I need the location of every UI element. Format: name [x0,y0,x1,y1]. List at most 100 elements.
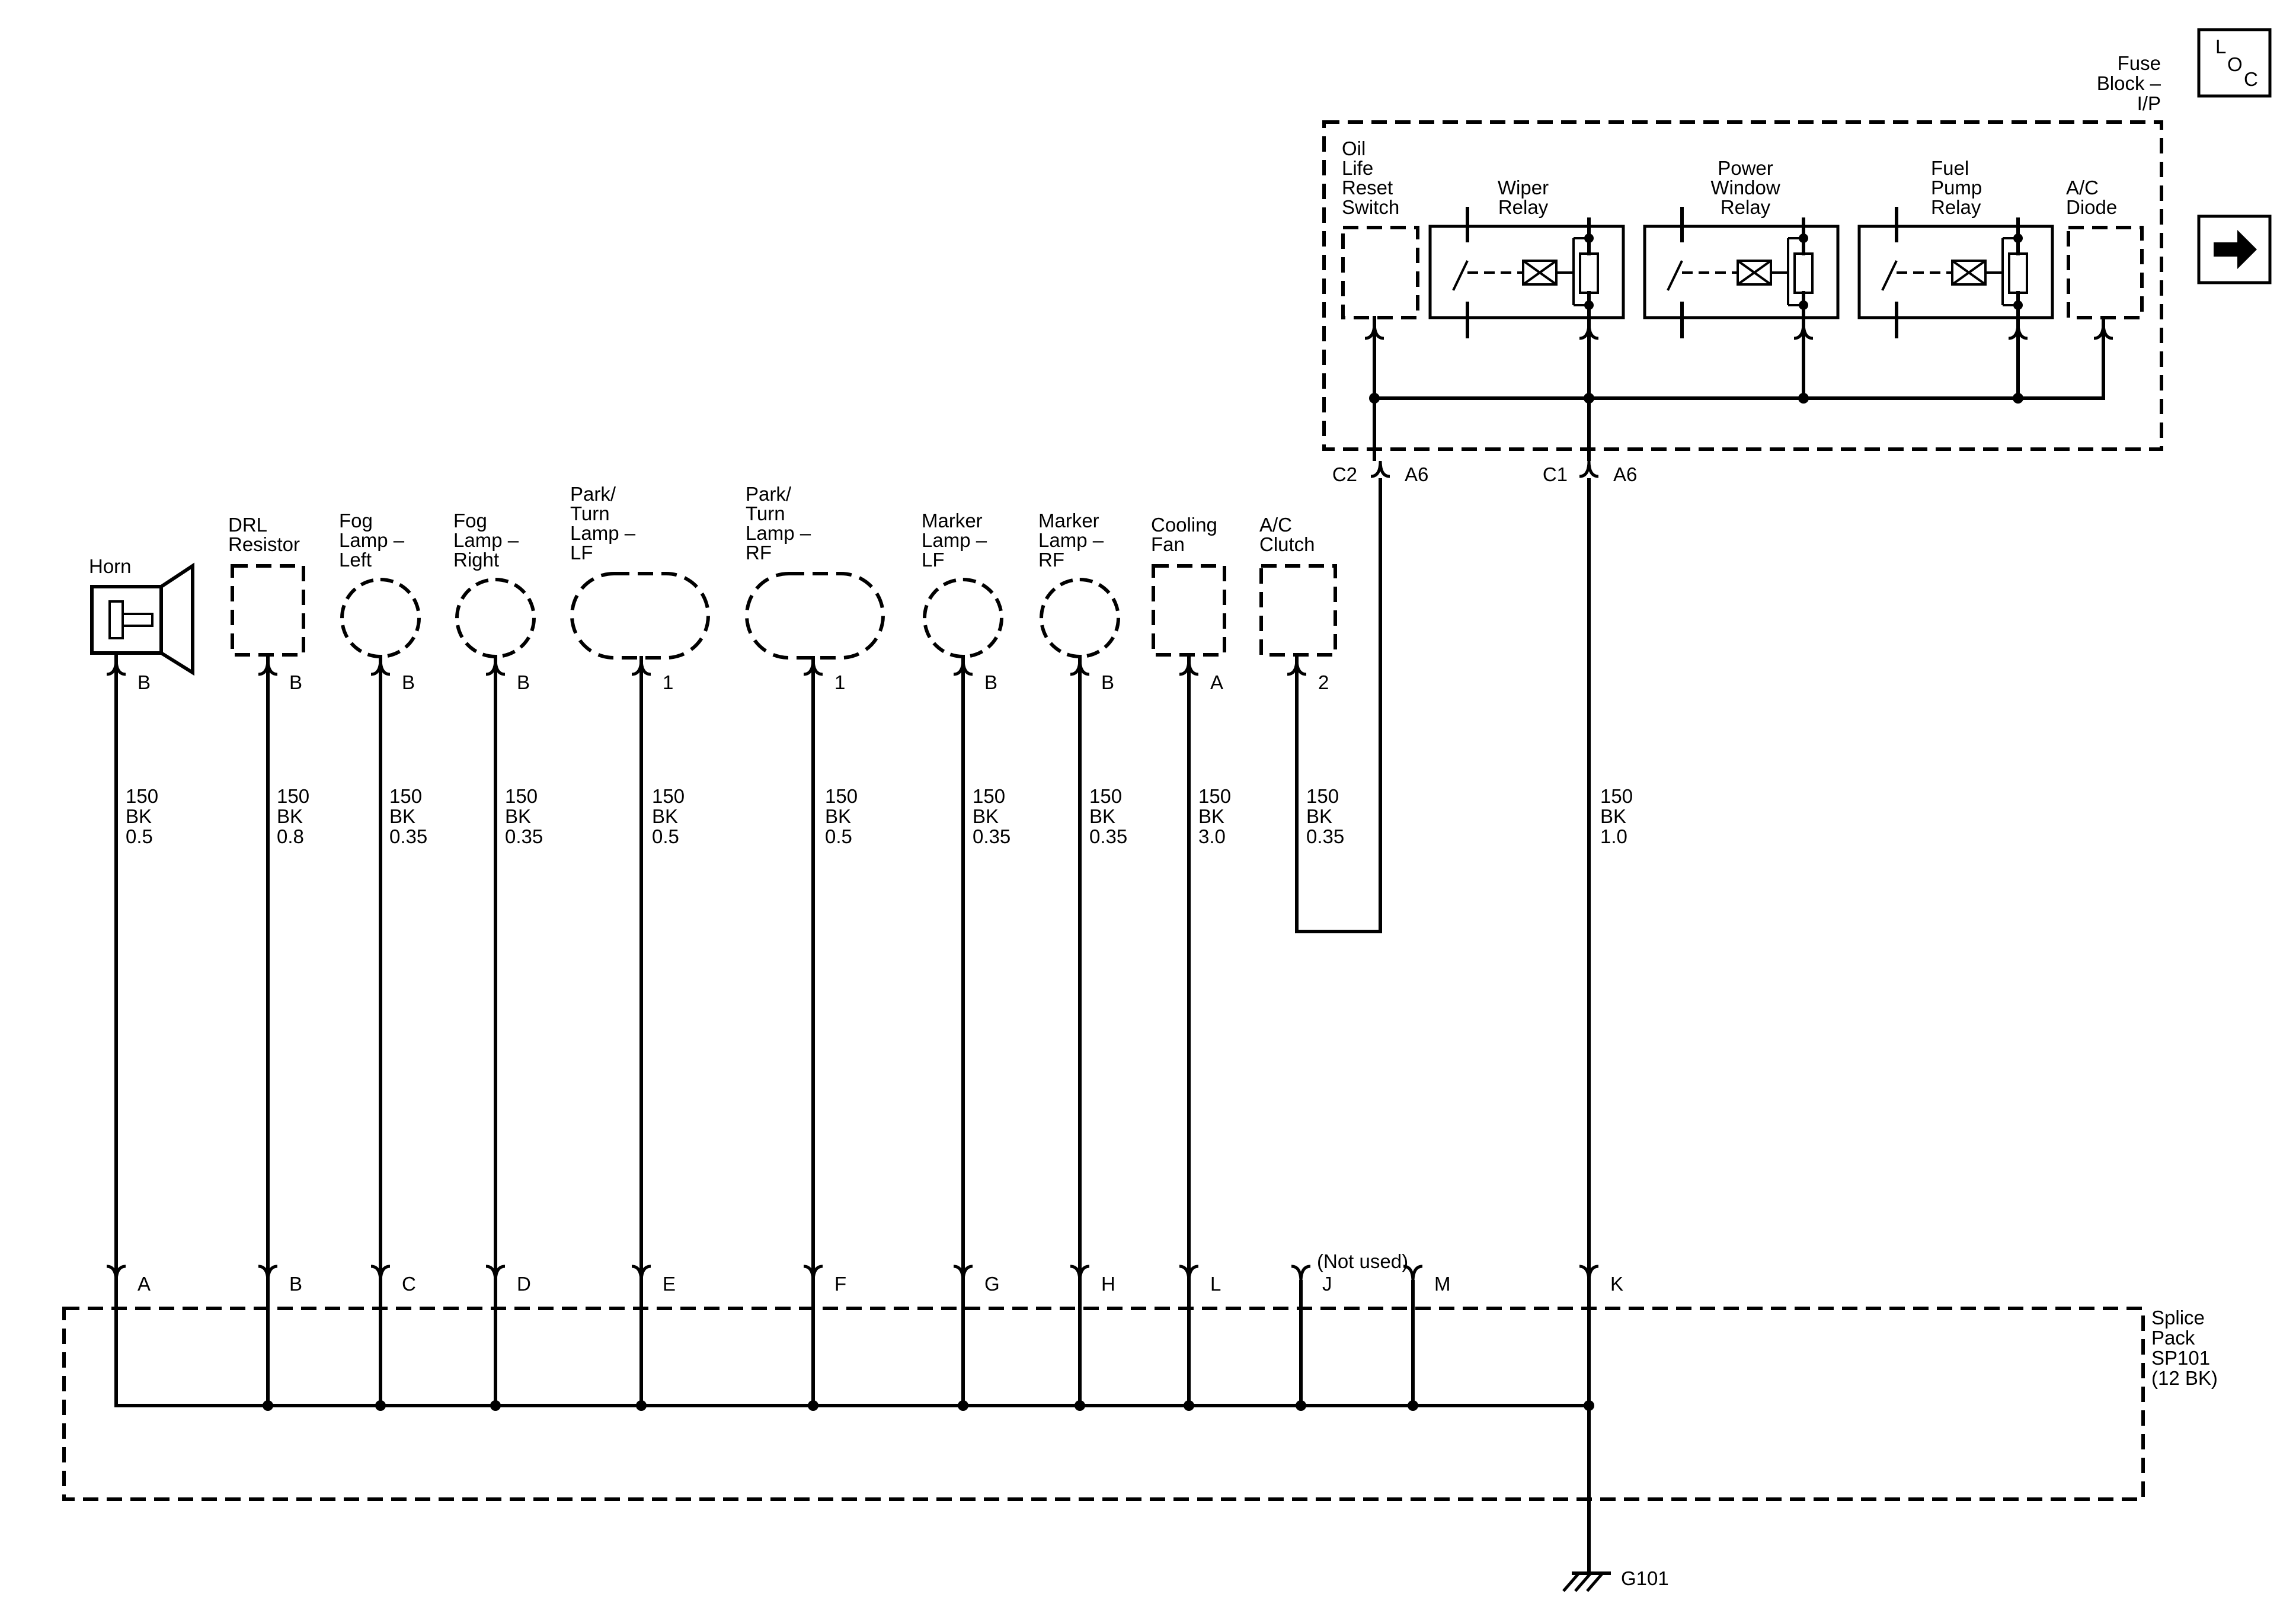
power-window-relay: Power Window Relay [1643,157,1840,341]
svg-text:BK: BK [277,805,303,827]
svg-text:0.35: 0.35 [1089,825,1127,847]
marker-lamp-lf: Marker Lamp – LF [922,510,1003,658]
svg-text:150: 150 [126,785,158,807]
svg-text:Park/: Park/ [746,483,792,505]
svg-text:0.5: 0.5 [126,825,153,847]
svg-text:3.0: 3.0 [1198,825,1226,847]
svg-text:E: E [663,1273,676,1295]
cooling-fan: Cooling Fan [1151,514,1226,657]
svg-text:D: D [517,1273,531,1295]
svg-text:0.35: 0.35 [389,825,427,847]
svg-text:0.5: 0.5 [652,825,679,847]
svg-text:Splice: Splice [2151,1307,2205,1329]
svg-text:150: 150 [973,785,1005,807]
svg-text:G: G [984,1273,1000,1295]
svg-text:B: B [289,1273,302,1295]
svg-text:BK: BK [126,805,152,827]
svg-text:2: 2 [1318,671,1329,693]
svg-text:Clutch: Clutch [1259,533,1315,555]
fuse-block-bus [1364,316,2113,461]
svg-text:Left: Left [339,549,372,571]
svg-text:Lamp –: Lamp – [746,522,811,544]
svg-text:Marker: Marker [922,510,983,532]
svg-text:Marker: Marker [1038,510,1099,532]
fuel-pump-relay: Fuel Pump Relay [1857,157,2054,341]
svg-text:Relay: Relay [1721,196,1771,218]
svg-text:Reset: Reset [1342,177,1393,199]
svg-text:Window: Window [1710,177,1780,199]
svg-text:Life: Life [1342,157,1373,179]
svg-text:0.35: 0.35 [973,825,1011,847]
svg-text:150: 150 [1600,785,1633,807]
svg-text:Pack: Pack [2151,1327,2195,1349]
ac-diode: A/C Diode [2066,177,2144,319]
svg-text:150: 150 [277,785,309,807]
svg-text:LF: LF [570,542,593,564]
component-pins: B B B B 1 1 B B A 2 [106,651,1329,693]
svg-text:Oil: Oil [1342,137,1366,159]
svg-text:Park/: Park/ [570,483,616,505]
svg-text:Turn: Turn [746,502,785,524]
connector-c1: C1 A6 [1543,460,1637,485]
loc-letter-o: O [2227,53,2243,75]
loc-letter-c: C [2244,68,2258,90]
svg-text:L: L [1210,1273,1221,1295]
svg-text:Turn: Turn [570,502,610,524]
svg-text:0.35: 0.35 [1306,825,1344,847]
svg-text:A6: A6 [1613,463,1637,485]
svg-text:Lamp –: Lamp – [339,529,405,551]
oil-life-reset-switch: Oil Life Reset Switch [1341,137,1419,319]
splice-pack-outline [62,1307,2145,1501]
svg-text:Fog: Fog [339,510,373,532]
svg-text:M: M [1434,1273,1451,1295]
svg-text:(12 BK): (12 BK) [2151,1367,2218,1389]
svg-text:Cooling: Cooling [1151,514,1217,536]
horn: Horn [89,555,194,676]
svg-text:0.35: 0.35 [505,825,543,847]
svg-text:Diode: Diode [2066,196,2117,218]
svg-text:150: 150 [1306,785,1339,807]
fuse-block-label: Fuse Block – I/P [2097,52,2161,114]
fuse-block-outline [1322,120,2163,451]
svg-text:K: K [1610,1273,1623,1295]
svg-text:B: B [289,671,302,693]
svg-text:BK: BK [1306,805,1332,827]
svg-text:1: 1 [663,671,673,693]
splice-pack-label: Splice Pack SP101 (12 BK) [2151,1307,2218,1389]
svg-text:C1: C1 [1543,463,1568,485]
ground-label: G101 [1621,1567,1669,1589]
park-turn-lamp-rf: Park/ Turn Lamp – RF [745,483,885,660]
svg-text:Horn: Horn [89,555,132,577]
svg-text:150: 150 [505,785,538,807]
svg-text:C2: C2 [1332,463,1357,485]
svg-text:A/C: A/C [2066,177,2099,199]
fog-lamp-right: Fog Lamp – Right [453,510,536,658]
svg-text:150: 150 [825,785,858,807]
svg-text:B: B [517,671,530,693]
drl-resistor: DRL Resistor [228,514,305,657]
svg-text:I/P: I/P [2137,92,2161,114]
svg-text:150: 150 [389,785,422,807]
svg-text:BK: BK [1198,805,1224,827]
arrow-right-icon[interactable] [2197,215,2272,284]
svg-text:B: B [1101,671,1114,693]
svg-text:J: J [1322,1273,1332,1295]
svg-text:150: 150 [1089,785,1122,807]
svg-text:Resistor: Resistor [228,533,300,555]
svg-text:150: 150 [1198,785,1231,807]
connector-c2: C2 A6 [1332,460,1428,485]
svg-text:Relay: Relay [1498,196,1549,218]
svg-text:Fuse: Fuse [2118,52,2161,74]
loc-icon[interactable]: L O C [2197,28,2272,98]
svg-text:A: A [1210,671,1223,693]
